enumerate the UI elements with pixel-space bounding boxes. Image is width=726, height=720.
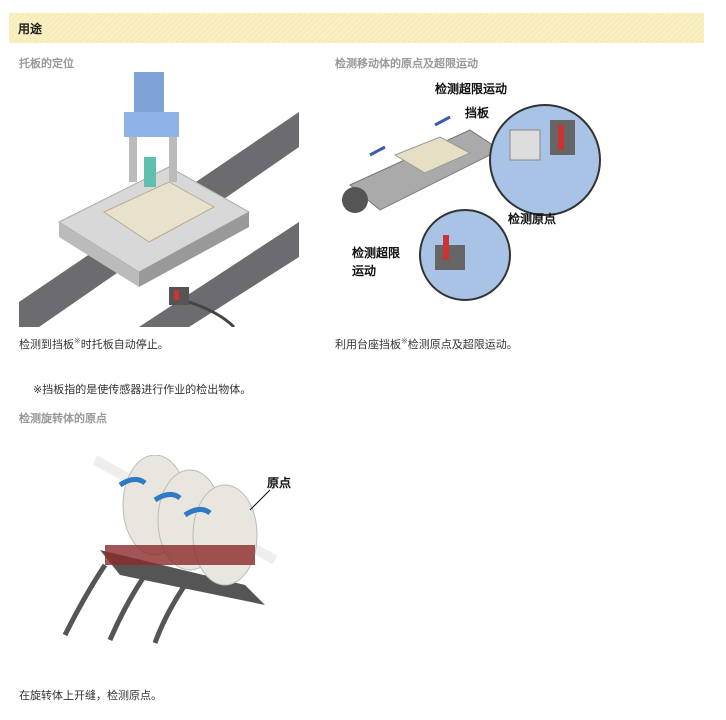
label-overtravel-top: 检测超限运动 [435, 81, 507, 96]
item-title-rotary: 检测旋转体的原点 [19, 412, 107, 425]
section-header: 用途 [9, 13, 704, 43]
rotary-body-illustration: 原点 [62, 455, 291, 644]
caption-moving: 利用台座挡板※检测原点及超限运动。 [335, 336, 518, 351]
label-origin: 检测原点 [508, 211, 556, 226]
label-rotary-origin: 原点 [267, 475, 291, 490]
label-overtravel-bottom-2: 运动 [352, 264, 376, 278]
pallet-positioning-illustration [19, 72, 299, 327]
moving-body-illustration: 检测超限运动 挡板 检测原点 检测超限 运动 [342, 81, 601, 301]
label-overtravel-bottom-1: 检测超限 [352, 245, 400, 260]
label-shutter: 挡板 [465, 105, 490, 120]
caption-pallet: 检测到挡板※时托板自动停止。 [19, 336, 169, 351]
section-title: 用途 [18, 22, 43, 36]
footnote: ※挡板指的是使传感器进行作业的检出物体。 [33, 383, 252, 396]
caption-rotary: 在旋转体上开缝，检测原点。 [19, 689, 162, 702]
item-title-pallet: 托板的定位 [19, 57, 74, 70]
item-title-moving: 检测移动体的原点及超限运动 [335, 57, 478, 70]
